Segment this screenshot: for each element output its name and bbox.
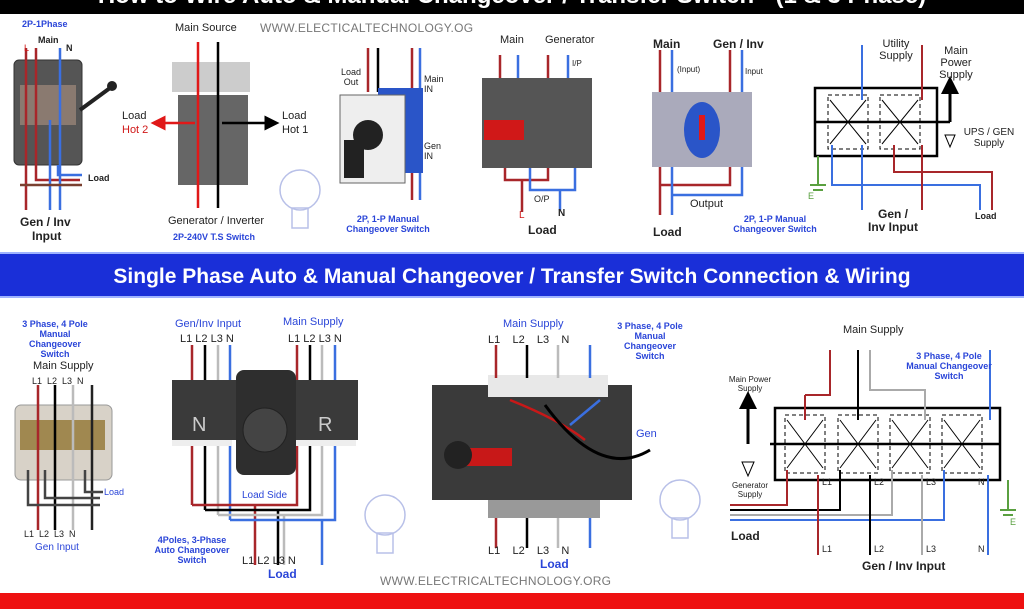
label: L1 L2 L3 N bbox=[24, 529, 76, 539]
label: Gen / Inv bbox=[20, 215, 71, 229]
caption: 2P-240V T.S Switch bbox=[173, 232, 256, 242]
manual-changeover-switch-4pole bbox=[482, 55, 592, 212]
label: Gen / Inv bbox=[713, 37, 764, 51]
label: Main Power Supply bbox=[728, 375, 772, 393]
label: N bbox=[978, 477, 985, 487]
label: Load Out bbox=[340, 67, 362, 87]
label: I/P bbox=[572, 59, 582, 68]
label: Load bbox=[975, 211, 997, 221]
label: E bbox=[808, 191, 815, 201]
label: Main Supply bbox=[843, 324, 904, 336]
label: N bbox=[978, 544, 985, 554]
rotary-changeover-switch bbox=[339, 48, 423, 200]
3phase-manual-switch-4pole-photo bbox=[432, 345, 651, 548]
label: Main Supply bbox=[503, 318, 564, 330]
label: O/P bbox=[534, 194, 550, 204]
label: L2 bbox=[874, 477, 885, 487]
label: Main bbox=[500, 34, 524, 46]
section-banner: Single Phase Auto & Manual Changeover / … bbox=[0, 252, 1024, 298]
label: N bbox=[192, 414, 207, 436]
manual-changeover-switch-modular bbox=[652, 50, 752, 215]
label: N bbox=[558, 208, 566, 219]
label: Input bbox=[32, 229, 62, 243]
label: Gen IN bbox=[424, 141, 442, 161]
label: L1 L2 L3 N bbox=[32, 376, 84, 386]
label: Input bbox=[745, 67, 763, 76]
label: Output bbox=[690, 198, 724, 210]
3phase-manual-switch-photo bbox=[14, 385, 113, 530]
label: E bbox=[1010, 517, 1017, 527]
label: L bbox=[519, 210, 525, 221]
label: Main Supply bbox=[33, 360, 94, 372]
label: L1 L2 L3 N bbox=[242, 555, 296, 567]
label: Load bbox=[122, 110, 147, 122]
label: Load bbox=[268, 567, 297, 581]
caption: 2P, 1-P Manual Changeover Switch bbox=[733, 214, 817, 234]
label: Gen / Inv Input bbox=[868, 207, 918, 235]
caption: 3 Phase, 4 Pole Manual Changeover Switch bbox=[22, 319, 88, 359]
single-phase-schematic bbox=[810, 45, 993, 210]
label: Load bbox=[528, 223, 557, 237]
caption: 3 Phase, 4 Pole Manual Changeover Switch bbox=[906, 351, 992, 381]
lightbulb-watermark-icon bbox=[279, 169, 701, 554]
label: Load bbox=[104, 487, 125, 497]
label: Main Power Supply bbox=[939, 45, 973, 82]
label: Load bbox=[88, 173, 110, 183]
label: Hot 2 bbox=[122, 124, 149, 136]
label: L1 L2 L3 N bbox=[488, 334, 570, 346]
label: L2 bbox=[874, 544, 885, 554]
label: Load Side bbox=[242, 490, 288, 501]
label: L bbox=[24, 43, 30, 53]
label: UPS / GEN Supply bbox=[963, 127, 1015, 149]
caption: 4Poles, 3-Phase Auto Changeover Switch bbox=[154, 535, 230, 565]
auto-changeover-switch bbox=[172, 345, 358, 565]
label: N bbox=[66, 43, 73, 53]
label: Main Source bbox=[175, 22, 237, 34]
label: Load bbox=[282, 110, 307, 122]
label: L1 L2 L3 N bbox=[288, 333, 342, 345]
label: Load bbox=[653, 225, 682, 239]
label: Generator bbox=[545, 34, 595, 46]
label: Gen / Inv Input bbox=[862, 559, 946, 573]
transfer-switch-2p bbox=[150, 42, 280, 208]
label: Gen bbox=[636, 428, 657, 440]
label: Main bbox=[653, 37, 681, 51]
label: Generator / Inverter bbox=[168, 215, 264, 227]
bottom-bar bbox=[0, 593, 1024, 609]
label: L1 bbox=[822, 544, 833, 554]
label: Generator Supply bbox=[731, 481, 769, 499]
label: Load bbox=[540, 557, 569, 571]
3phase-schematic bbox=[730, 350, 1016, 555]
label: R bbox=[318, 414, 333, 436]
label: Main Supply bbox=[283, 316, 344, 328]
label: L1 bbox=[822, 477, 833, 487]
label: Main IN bbox=[424, 74, 444, 94]
watermark: WWW.ELECTRICALTECHNOLOGY.ORG bbox=[380, 574, 612, 588]
label: L3 bbox=[926, 477, 937, 487]
label: (Input) bbox=[677, 65, 701, 74]
caption: 2P-1Phase bbox=[22, 19, 68, 29]
label: Hot 1 bbox=[282, 124, 309, 136]
label: Main bbox=[38, 35, 59, 45]
watermark: WWW.ELECTICALTECHNOLOGY.OG bbox=[260, 21, 474, 35]
label: Utility Supply bbox=[879, 38, 913, 63]
title-bar: How to Wire Auto & Manual Changeover / T… bbox=[0, 0, 1024, 14]
label: Load bbox=[731, 529, 760, 543]
enclosed-changeover-switch bbox=[13, 48, 117, 210]
label: Gen Input bbox=[35, 542, 79, 553]
label: L1 L2 L3 N bbox=[488, 545, 570, 557]
label: Gen/Inv Input bbox=[175, 318, 242, 330]
caption: 3 Phase, 4 Pole Manual Changeover Switch bbox=[617, 321, 683, 361]
label: L1 L2 L3 N bbox=[180, 333, 234, 345]
label: L3 bbox=[926, 544, 937, 554]
caption: 2P, 1-P Manual Changeover Switch bbox=[346, 214, 430, 234]
page-title: How to Wire Auto & Manual Changeover / T… bbox=[0, 0, 1024, 10]
